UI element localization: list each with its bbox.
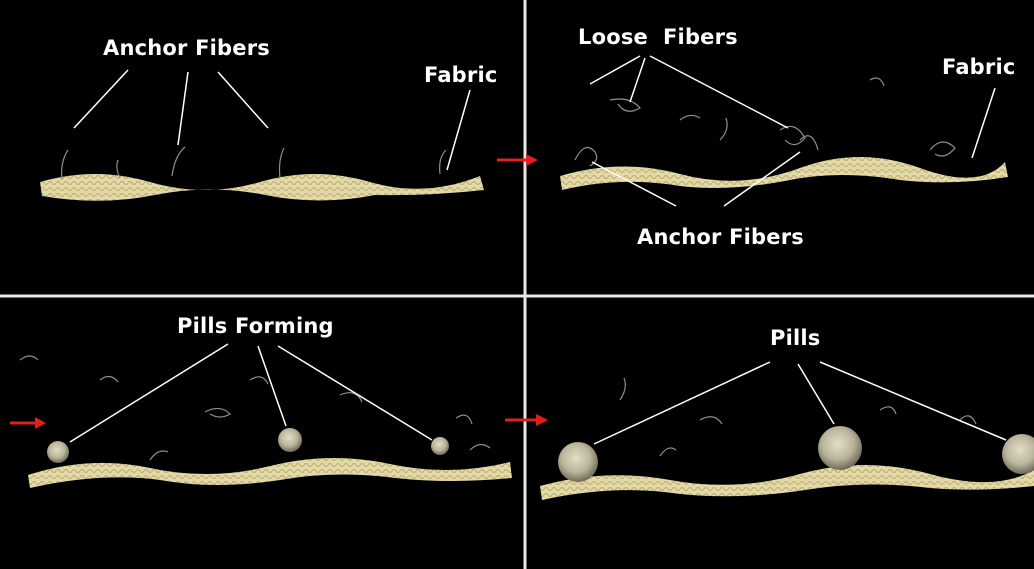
loose-fibers-label: Loose Fibers	[578, 25, 738, 49]
panel-bottom-left	[20, 344, 512, 488]
panel-top-left	[40, 70, 484, 201]
pill	[558, 426, 1034, 482]
anchor-fibers-label: Anchor Fibers	[103, 36, 270, 60]
anchor-fibers	[62, 147, 446, 180]
anchor-fibers-label: Anchor Fibers	[637, 225, 804, 249]
fabric-label: Fabric	[942, 55, 1016, 79]
fabric-strip	[40, 174, 484, 201]
panel-bottom-right	[540, 362, 1034, 500]
pills-label: Pills	[770, 326, 821, 350]
pointer-lines	[74, 70, 470, 170]
fabric-strip	[540, 465, 1034, 500]
fabric-label: Fabric	[424, 63, 498, 87]
loose-fibers	[20, 356, 490, 460]
pill-forming	[47, 428, 449, 463]
pills-forming-label: Pills Forming	[177, 314, 334, 338]
fabric-strip	[28, 458, 512, 488]
loose-fibers	[575, 78, 955, 166]
pointer-lines	[590, 56, 995, 206]
fabric-strip	[560, 157, 1008, 190]
arrow-right-icon	[10, 417, 46, 429]
panel-top-right	[560, 56, 1008, 206]
loose-fibers	[620, 378, 976, 456]
pointer-lines	[70, 344, 432, 442]
pointer-lines	[594, 362, 1006, 444]
arrow-right-icon	[497, 154, 538, 166]
